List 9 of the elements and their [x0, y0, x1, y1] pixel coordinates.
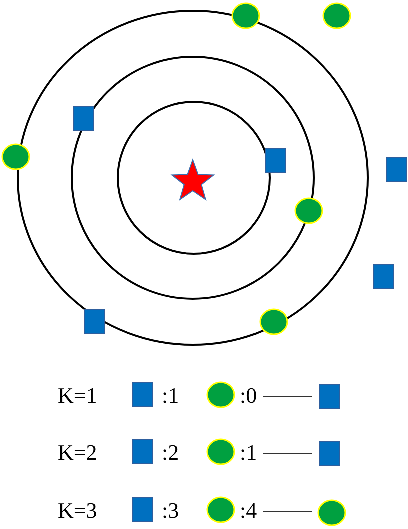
k-value: K=1 — [58, 385, 98, 407]
k-value: K=2 — [58, 442, 98, 464]
count-label: :3 — [162, 500, 180, 522]
count-label: :1 — [162, 385, 180, 407]
count-label: :1 — [240, 442, 258, 464]
count-label: :2 — [162, 442, 180, 464]
k-value: K=3 — [58, 500, 98, 522]
count-label: :0 — [240, 385, 258, 407]
count-label: :4 — [240, 500, 258, 522]
